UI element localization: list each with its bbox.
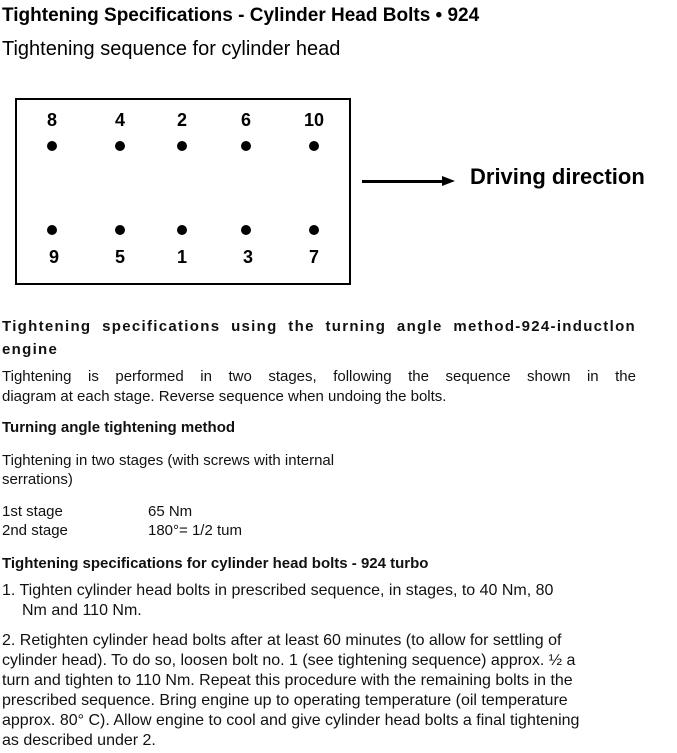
section2-paragraph: Tightening in two stages (with screws wi… xyxy=(2,452,335,469)
bolt-number: 4 xyxy=(114,110,126,130)
step-2-line: prescribed sequence. Bring engine up to … xyxy=(2,692,568,709)
bolt-number: 7 xyxy=(308,247,320,267)
step-2-line: approx. 80° C). Allow engine to cool and… xyxy=(2,712,580,729)
step-2-line: turn and tighten to 110 Nm. Repeat this … xyxy=(2,672,573,689)
bolt-dot xyxy=(177,225,187,235)
bolt-dot xyxy=(309,141,319,151)
step-2-line: cylinder head). To do so, loosen bolt no… xyxy=(2,652,576,669)
section1-paragraph-cont: diagram at each stage. Reverse sequence … xyxy=(2,388,447,405)
bolt-number: 8 xyxy=(46,110,58,130)
bolt-number: 1 xyxy=(176,247,188,267)
stage-label: 2nd stage xyxy=(2,522,68,539)
stage-row: 2nd stage 180°= 1/2 tum xyxy=(2,520,636,541)
bolt-number: 9 xyxy=(48,247,60,267)
bolt-number: 10 xyxy=(303,110,325,130)
stage-value: 65 Nm xyxy=(148,503,193,520)
section2-heading: Turning angle tightening method xyxy=(2,419,236,436)
bolt-number: 2 xyxy=(176,110,188,130)
arrowhead-icon xyxy=(442,176,455,186)
bolt-dot xyxy=(241,141,251,151)
stage-row: 1st stage 65 Nm xyxy=(2,501,636,522)
section1-paragraph: Tightening is performed in two stages, f… xyxy=(2,368,636,385)
section1-heading: Tightening specifications using the turn… xyxy=(2,318,636,335)
bolt-dot xyxy=(177,141,187,151)
bolt-number: 3 xyxy=(242,247,254,267)
bolt-dot xyxy=(309,225,319,235)
page-subtitle: Tightening sequence for cylinder head xyxy=(2,38,341,60)
bolt-number: 5 xyxy=(114,247,126,267)
step-2-line: 2. Retighten cylinder head bolts after a… xyxy=(2,632,562,649)
bolt-dot xyxy=(115,141,125,151)
section1-heading-cont: engine xyxy=(2,341,59,358)
bolt-dot xyxy=(115,225,125,235)
stage-label: 1st stage xyxy=(2,503,63,520)
driving-direction-label: Driving direction xyxy=(470,164,645,189)
bolt-dot xyxy=(47,141,57,151)
bolt-dot xyxy=(241,225,251,235)
step-1-cont: Nm and 110 Nm. xyxy=(22,602,142,619)
step-1: 1. Tighten cylinder head bolts in prescr… xyxy=(2,582,554,599)
section2-paragraph-cont: serrations) xyxy=(2,471,73,488)
stage-value: 180°= 1/2 tum xyxy=(148,522,242,539)
bolt-number: 6 xyxy=(240,110,252,130)
page-title: Tightening Specifications - Cylinder Hea… xyxy=(2,5,480,26)
bolt-dot xyxy=(47,225,57,235)
section3-heading: Tightening specifications for cylinder h… xyxy=(2,555,429,572)
bolt-sequence-diagram: 8 4 2 6 10 9 5 1 3 7 xyxy=(15,98,351,285)
step-2-line: as described under 2. xyxy=(2,732,156,749)
direction-arrow-icon xyxy=(362,180,444,183)
